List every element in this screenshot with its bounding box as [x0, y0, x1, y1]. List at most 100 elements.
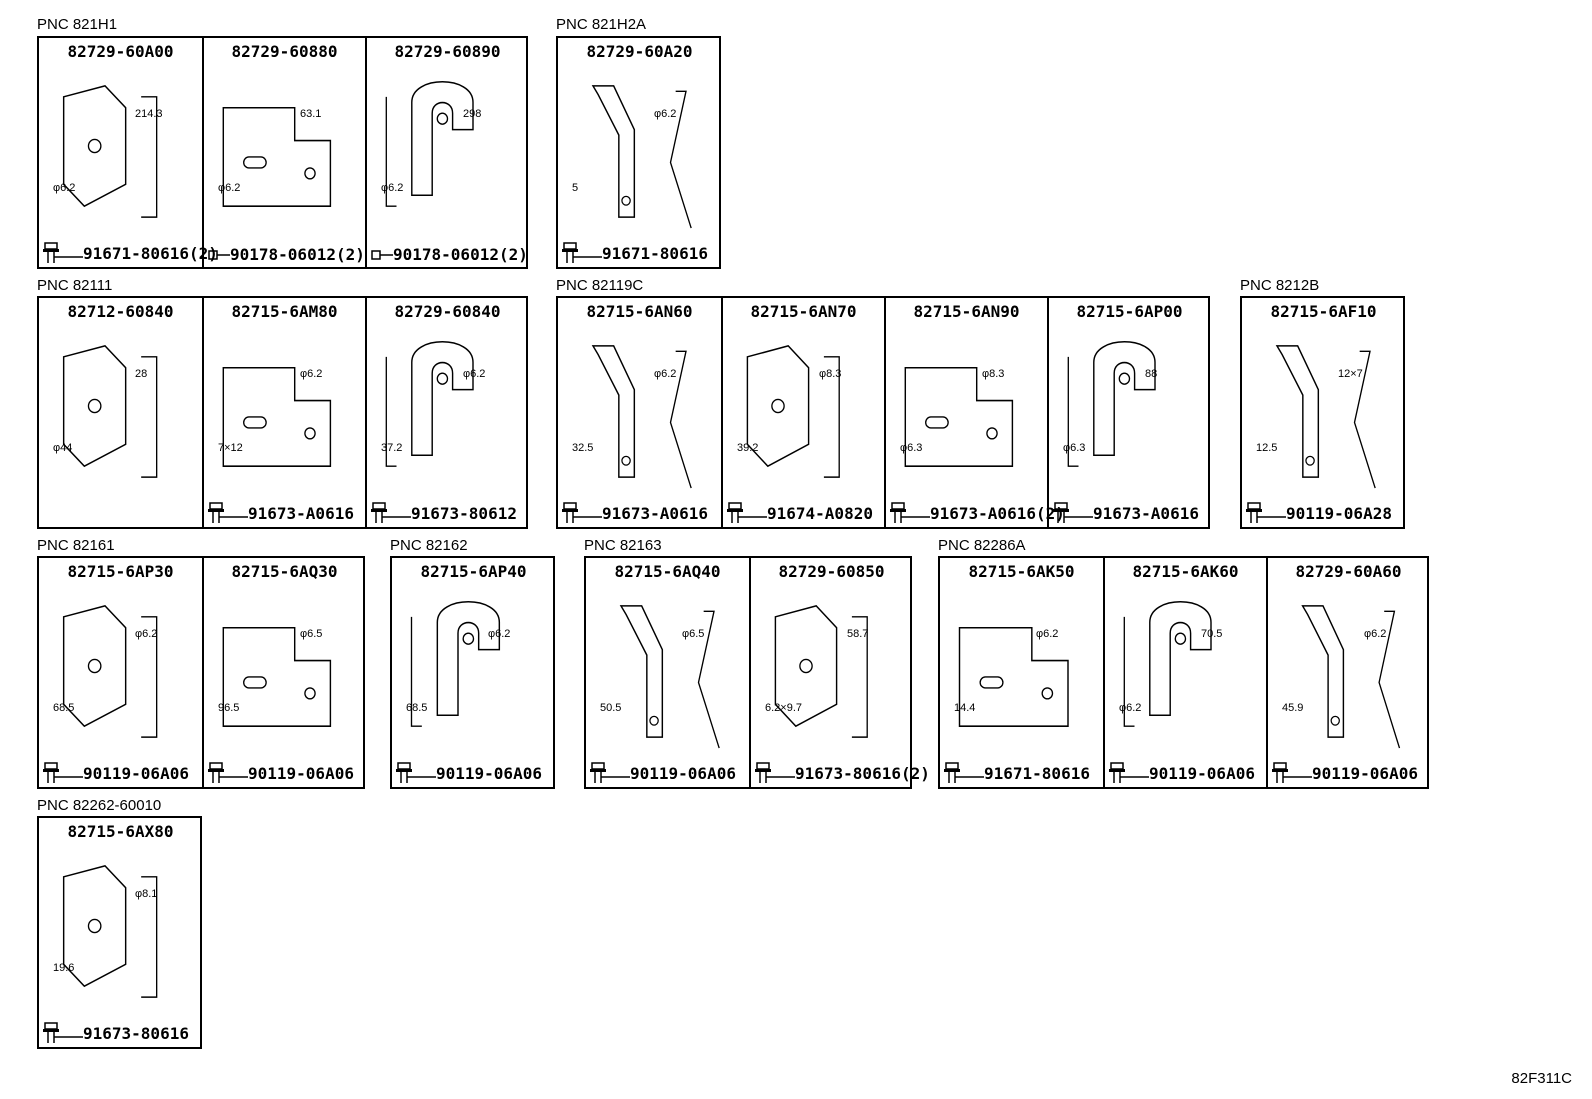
flange-bolt-icon — [208, 762, 248, 783]
pnc-group-label: PNC 821H2A — [556, 16, 647, 33]
fastener-part-number[interactable]: 91673-A0616 — [208, 502, 354, 524]
dimension-label: φ6.2 — [488, 628, 511, 640]
part-number[interactable]: 82715-6AP30 — [67, 562, 174, 581]
fastener-label: 91671-80616(2) — [83, 243, 218, 263]
fastener-label: 91673-80612 — [411, 503, 517, 523]
fastener-part-number[interactable]: 91671-80616 — [562, 242, 708, 264]
fastener-part-number[interactable]: 90119-06A06 — [396, 762, 542, 784]
fastener-part-number[interactable]: 91673-A0616 — [562, 502, 708, 524]
pnc-group-label: PNC 821H1 — [37, 16, 118, 33]
pnc-group-label: PNC 82161 — [37, 537, 115, 554]
part-number[interactable]: 82715-6AQ40 — [614, 562, 721, 581]
dimension-label: φ6.5 — [682, 628, 705, 640]
fastener-part-number[interactable]: 91673-A0616(2) — [890, 502, 1065, 524]
pnc-group-label: PNC 82111 — [37, 277, 113, 294]
part-cell[interactable]: 82715-6AN60 φ6.2 32.5 91673-A0616 — [558, 298, 721, 527]
fastener-label: 90119-06A06 — [248, 763, 354, 783]
fastener-part-number[interactable]: 90119-06A06 — [1272, 762, 1418, 784]
part-number[interactable]: 82715-6AN60 — [586, 302, 693, 321]
fastener-part-number[interactable]: 91673-80616 — [43, 1022, 189, 1044]
part-number[interactable]: 82729-60840 — [394, 302, 501, 321]
part-number[interactable]: 82715-6AX80 — [67, 822, 174, 841]
fastener-label: 91673-80616 — [83, 1023, 189, 1043]
part-number[interactable]: 82715-6AF10 — [1270, 302, 1377, 321]
flange-bolt-icon — [1246, 502, 1286, 523]
fastener-part-number[interactable]: 90119-06A06 — [590, 762, 736, 784]
part-number[interactable]: 82729-60880 — [231, 42, 338, 61]
fastener-part-number[interactable]: 90119-06A06 — [43, 762, 189, 784]
part-number[interactable]: 82715-6AP00 — [1076, 302, 1183, 321]
part-number[interactable]: 82729-60A20 — [586, 42, 693, 61]
fastener-label: 90119-06A06 — [1312, 763, 1418, 783]
part-number[interactable]: 82715-6AN90 — [913, 302, 1020, 321]
flange-bolt-icon — [562, 502, 602, 523]
part-number[interactable]: 82715-6AK50 — [968, 562, 1075, 581]
fastener-part-number[interactable]: 91671-80616(2) — [43, 242, 218, 264]
flange-bolt-icon — [755, 762, 795, 783]
part-number[interactable]: 82715-6AM80 — [231, 302, 338, 321]
fastener-part-number[interactable]: 90119-06A06 — [208, 762, 354, 784]
fastener-part-number[interactable]: 90178-06012(2) — [371, 245, 528, 264]
fastener-part-number[interactable]: 91673-A0616 — [1053, 502, 1199, 524]
part-number[interactable]: 82712-60840 — [67, 302, 174, 321]
part-number[interactable]: 82729-60890 — [394, 42, 501, 61]
fastener-part-number[interactable]: 90119-06A28 — [1246, 502, 1392, 524]
dimension-label: φ6.2 — [135, 628, 158, 640]
fastener-label: 91673-A0616 — [602, 503, 708, 523]
dimension-label: φ6.2 — [654, 368, 677, 380]
fastener-part-number[interactable]: 90119-06A06 — [1109, 762, 1255, 784]
fastener-part-number[interactable]: 91673-80616(2) — [755, 762, 930, 784]
dimension-label: φ6.3 — [1063, 442, 1086, 454]
part-number[interactable]: 82729-60850 — [778, 562, 885, 581]
pnc-group-label: PNC 82262-60010 — [37, 797, 162, 814]
part-number[interactable]: 82715-6AN70 — [750, 302, 857, 321]
part-number[interactable]: 82715-6AQ30 — [231, 562, 338, 581]
fastener-label: 90119-06A06 — [1149, 763, 1255, 783]
flange-bolt-icon — [396, 762, 436, 783]
part-number[interactable]: 82729-60A60 — [1295, 562, 1402, 581]
fastener-part-number[interactable]: 91671-80616 — [944, 762, 1090, 784]
pnc-group-label: PNC 82286A — [938, 537, 1026, 554]
fastener-part-number[interactable]: 91673-80612 — [371, 502, 517, 524]
part-number[interactable]: 82715-6AK60 — [1132, 562, 1239, 581]
pnc-group-label: PNC 82163 — [584, 537, 662, 554]
fastener-part-number[interactable]: 90178-06012(2) — [208, 245, 365, 264]
fastener-part-number[interactable]: 91674-A0820 — [727, 502, 873, 524]
flange-bolt-icon — [1109, 762, 1149, 783]
dimension-label: 32.5 — [572, 442, 594, 454]
clip-nut-icon — [371, 249, 393, 260]
part-number[interactable]: 82715-6AP40 — [420, 562, 527, 581]
part-number[interactable]: 82729-60A00 — [67, 42, 174, 61]
